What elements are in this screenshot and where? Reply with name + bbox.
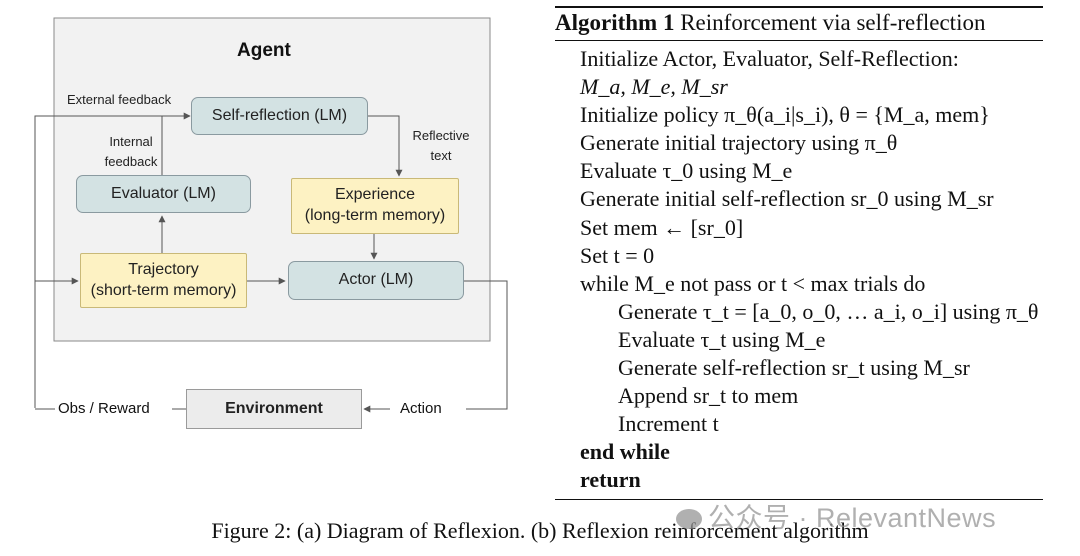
algorithm-body: Initialize Actor, Evaluator, Self-Reflec… (555, 41, 1043, 500)
self-reflection-label: Self-reflection (LM) (211, 106, 348, 124)
algo-line-15: end while (580, 439, 670, 465)
environment-label: Environment (225, 399, 323, 417)
experience-sublabel: (long-term memory) (304, 207, 446, 224)
algo-line-4: Generate initial trajectory using π_θ (580, 130, 898, 156)
algo-line-5: Evaluate τ_0 using M_e (580, 158, 793, 184)
trajectory-sublabel: (short-term memory) (90, 281, 237, 299)
watermark-text: 公众号 · RelevantNews (708, 503, 997, 533)
algo-line-14: Increment t (618, 411, 719, 437)
internal-feedback-label: Internal feedback (100, 132, 162, 171)
reflective-text-line2: text (430, 147, 452, 163)
environment-box: Environment (186, 389, 362, 429)
algorithm-label: Algorithm 1 (555, 10, 675, 35)
reflective-text-label: Reflective text (410, 126, 472, 165)
algo-line-10: Generate τ_t = [a_0, o_0, … a_i, o_i] us… (618, 298, 1039, 324)
algo-line-3: Initialize policy π_θ(a_i|s_i), θ = {M_a… (580, 102, 990, 128)
algo-line-9: while M_e not pass or t < max trials do (580, 270, 926, 296)
trajectory-box: Trajectory (short-term memory) (80, 253, 247, 308)
algo-line-2: M_a, M_e, M_sr (580, 74, 728, 100)
reflective-text-line1: Reflective (412, 128, 470, 143)
experience-label: Experience (334, 186, 416, 204)
wechat-icon (676, 509, 702, 529)
figure-caption: Figure 2: (a) Diagram of Reflexion. (b) … (211, 518, 869, 543)
trajectory-label: Trajectory (128, 260, 199, 278)
evaluator-label: Evaluator (LM) (111, 184, 216, 202)
agent-title: Agent (237, 40, 291, 61)
algo-line-8: Set t = 0 (580, 242, 655, 268)
actor-box: Actor (LM) (288, 261, 464, 300)
algorithm-block: Algorithm 1 Reinforcement via self-refle… (555, 6, 1043, 500)
actor-label: Actor (LM) (338, 271, 414, 289)
algo-line-6: Generate initial self-reflection sr_0 us… (580, 186, 994, 212)
evaluator-box: Evaluator (LM) (76, 175, 251, 213)
algo-line-13: Append sr_t to mem (618, 383, 799, 409)
algo-line-16: return (580, 467, 641, 493)
algo-line-7: Set mem ← [sr_0] (580, 214, 744, 240)
watermark: 公众号 · RelevantNews (676, 496, 996, 535)
algorithm-header: Algorithm 1 Reinforcement via self-refle… (555, 6, 1043, 41)
reflective-text-arrow (368, 115, 403, 177)
reflexion-diagram: Agent External feedback Internal feedbac… (0, 0, 540, 520)
external-feedback-label: External feedback (67, 92, 172, 107)
self-reflection-box: Self-reflection (LM) (191, 97, 368, 135)
algo-line-12: Generate self-reflection sr_t using M_sr (618, 355, 970, 381)
obs-reward-label: Obs / Reward (55, 400, 153, 417)
algo-line-1: Initialize Actor, Evaluator, Self-Reflec… (580, 46, 959, 71)
experience-box: Experience (long-term memory) (291, 178, 459, 234)
algo-line-11: Evaluate τ_t using M_e (618, 326, 826, 352)
actor-action-line (464, 280, 508, 410)
internal-feedback-line2: feedback (104, 153, 158, 169)
external-feedback-line (34, 112, 191, 408)
internal-feedback-line1: Internal (109, 134, 153, 149)
action-label: Action (396, 400, 446, 417)
algorithm-title: Reinforcement via self-reflection (680, 10, 986, 35)
